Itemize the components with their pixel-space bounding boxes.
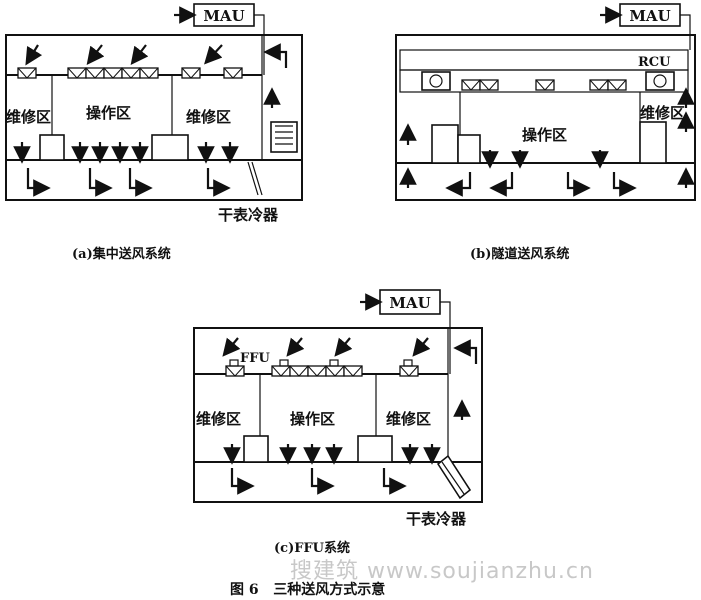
panel-b-fan-icon (421, 71, 451, 91)
watermark: 搜建筑 www.soujianzhu.cn (290, 559, 594, 584)
panel-a-zone-right: 维修区 (186, 108, 231, 126)
panel-a-mau-label: MAU (203, 7, 244, 25)
figure-caption: 图 6 三种送风方式示意 (230, 581, 385, 598)
panel-a-cooler-label: 干表冷器 (218, 206, 279, 224)
panel-b-zone-right: 维修区 (640, 104, 685, 122)
panel-b-outer-room (395, 34, 696, 201)
panel-c-zone-left: 维修区 (196, 410, 241, 428)
panel-c-mau-label: MAU (389, 294, 430, 312)
panel-c-ffu-label: FFU (240, 351, 270, 366)
panel-c-outer-room (193, 327, 483, 503)
panel-a-caption: (a)集中送风系统 (72, 246, 171, 262)
panel-a-cooler-unit (270, 121, 298, 153)
panel-a: MAU 维修区 操作区 维修区 干表冷器 (a)集中送风系统 (5, 3, 303, 262)
panel-c-zone-center: 操作区 (290, 410, 335, 428)
panel-b-mau-label: MAU (629, 7, 670, 25)
panel-b-rcu-label: RCU (638, 55, 671, 70)
panel-c: MAU FFU 维修区 操作区 维修区 干表冷器 (c)FFU系统 (193, 289, 483, 556)
panel-a-zone-left: 维修区 (6, 108, 51, 126)
panel-b-caption: (b)隧道送风系统 (470, 246, 569, 262)
panel-b: MAU RCU 操作区 维修区 (b)隧道送风系统 (395, 3, 696, 262)
panel-a-filter-icon (17, 67, 37, 79)
panel-c-caption: (c)FFU系统 (274, 540, 350, 556)
panel-a-zone-center: 操作区 (86, 104, 131, 122)
panel-c-cooler-label: 干表冷器 (406, 510, 467, 528)
panel-c-ffu-icon (225, 365, 245, 377)
panel-c-zone-right: 维修区 (386, 410, 431, 428)
panel-a-outer-room (5, 34, 303, 201)
panel-b-zone-center: 操作区 (522, 126, 567, 144)
